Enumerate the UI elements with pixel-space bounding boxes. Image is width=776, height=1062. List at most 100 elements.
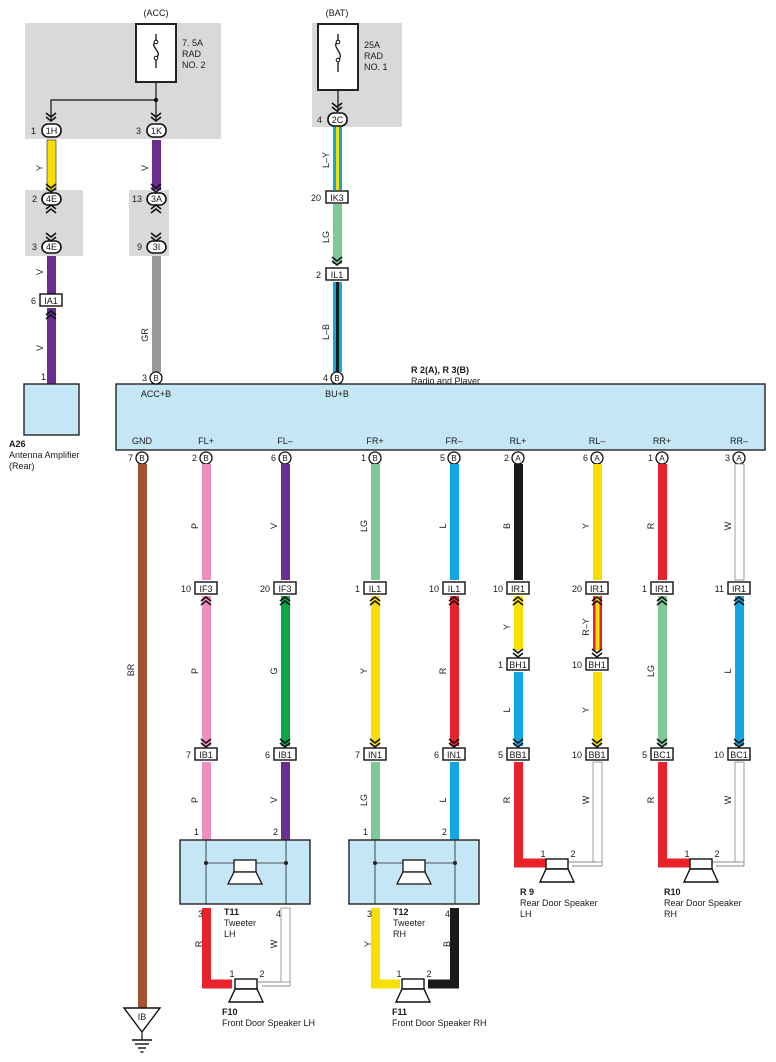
radio-pin-connector: A [515,454,521,463]
tweeter-lh-code: T11 [224,907,239,917]
svg-text:IL1: IL1 [331,270,344,280]
speaker-pin: 2 [714,849,719,859]
svg-text:4E: 4E [46,242,57,252]
speaker-code: R10 [664,887,681,897]
radio-pin-label: FL– [277,436,293,446]
connector-pin: 10 [429,584,439,594]
wire-label-ry: R–Y [581,618,591,636]
svg-text:ACC+B: ACC+B [141,389,171,399]
radio-pin-6: RL–A6 [583,436,605,465]
fuse-acc-group-label: (ACC) [144,8,169,18]
radio-pin-connector: B [282,454,287,463]
connector-pin: 1 [355,584,360,594]
connector-code: BH1 [588,660,606,670]
connector-code: IL1 [369,584,382,594]
wire-label-v: V [269,523,279,529]
wire-label-r: R [194,940,204,947]
connector-body [585,747,609,761]
speaker-pin: 2 [570,849,575,859]
svg-text:2C: 2C [332,115,344,125]
connector-code: BB1 [509,750,526,760]
radio-pin-number: 2 [504,453,509,463]
fuse-bat-name2: NO. 1 [364,62,388,72]
connector-pin: 1 [642,584,647,594]
radio-pin-label: FL+ [198,436,214,446]
wire-label-r: R [646,796,656,803]
connector-arrow [591,648,603,658]
speaker-code: R 9 [520,887,534,897]
antenna-position: (Rear) [9,461,35,471]
svg-text:Tweeter: Tweeter [224,918,256,928]
connector-pin: 11 [715,584,724,594]
svg-text:4: 4 [317,115,322,125]
speaker-name: Rear Door Speaker [664,898,742,908]
wire-label-w: W [723,795,733,804]
connector-3i: 3I 9 [137,232,167,254]
radio-and-player: R 2(A), R 3(B) Radio and Player [115,365,766,451]
tweeter-rh-code: T12 [393,907,409,917]
connector-body [273,747,297,761]
radio-bottom-pins: GNDB7FL+B2FL–B6FR+B1FR–B5RL+A2RL–A6RR+A1… [128,436,748,465]
ground-ib: IB [122,1007,162,1053]
connector-code: IF3 [199,584,212,594]
wire-label-gr: GR [140,328,150,342]
wire-label-y: Y [502,624,512,630]
wire-label-b: B [442,941,452,947]
connector-body [506,581,530,595]
radio-pin-1: FL+B2 [192,436,214,465]
radio-pin-connector: A [594,454,600,463]
wire-label-y: Y [581,707,591,713]
radio-pin-number: 5 [440,453,445,463]
wire-label-l: L [438,523,448,528]
connector-pin: 5 [642,750,647,760]
tweeter-lh: 1 2 3 4 T11 Tweeter LH [179,827,311,939]
connector-arrow [512,648,524,658]
svg-text:BU+B: BU+B [325,389,349,399]
wire-label-lg: LG [359,794,369,806]
svg-text:2: 2 [316,270,321,280]
radio-pin-label: FR+ [366,436,383,446]
speaker-cone [538,868,576,883]
wire-label-w: W [581,795,591,804]
svg-text:3: 3 [367,909,372,919]
wire-label-y: Y [35,165,45,171]
connector-pin: 10 [714,750,724,760]
antenna-name: Antenna Amplifier [9,450,80,460]
svg-text:1: 1 [363,827,368,837]
connector-bh1-b: BH1 10 [572,648,609,671]
svg-text:20: 20 [311,193,321,203]
radio-pin-connector: A [736,454,742,463]
svg-text:1: 1 [194,827,199,837]
wire-label-lg: LG [321,231,331,243]
connector-pin: 6 [434,750,439,760]
connector-body [194,747,218,761]
svg-text:4: 4 [445,909,450,919]
wire-label-y: Y [581,523,591,529]
radio-top-pin-acc: B 3 ACC+B [141,371,171,399]
connector-ik3: IK3 20 [311,190,349,204]
connector-pin: 1 [498,660,503,670]
connector-code: IL1 [448,584,461,594]
connector-4e-bottom: 4E 3 [32,232,62,254]
svg-text:1H: 1H [46,126,58,136]
connector-body [442,581,466,595]
connector-ia1: IA1 6 [31,293,63,320]
connector-pin: 10 [572,660,582,670]
connector-body [727,747,751,761]
lower-wire-labels: BR P V LG L B Y R W P G Y R Y R–Y LG L L… [126,520,733,948]
svg-text:13: 13 [132,194,142,204]
connector-pin: 20 [572,584,582,594]
speaker-cone [227,988,265,1003]
speaker-icon [401,978,425,990]
wire-label-w: W [269,939,279,948]
connector-pin: 10 [181,584,191,594]
radio-pin-connector: B [139,454,144,463]
connector-code: IB1 [278,750,292,760]
speaker-code: F10 [222,1007,238,1017]
